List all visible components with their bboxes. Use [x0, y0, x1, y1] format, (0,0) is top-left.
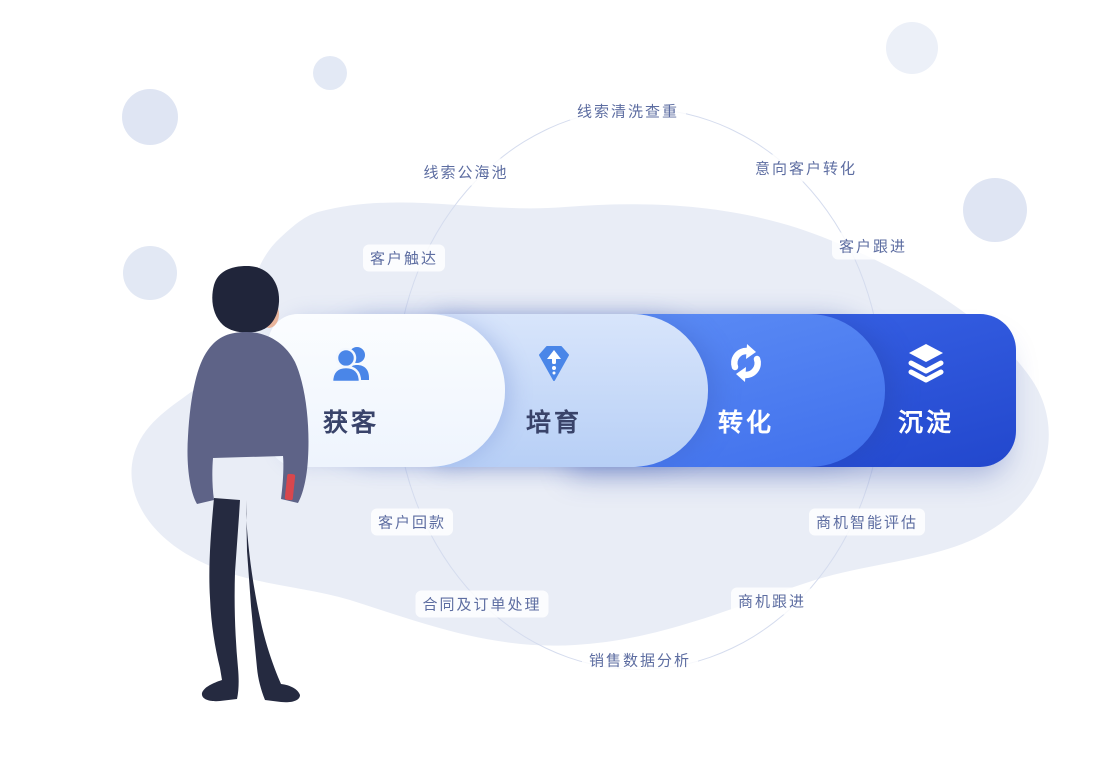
gem-arrow-icon	[531, 340, 577, 386]
stage-label: 培育	[525, 409, 582, 437]
stage-convert: 转化	[680, 340, 812, 439]
decor-circle	[122, 89, 178, 145]
person-illustration	[187, 266, 309, 703]
ring-label-opportunity-followup: 商机跟进	[730, 587, 814, 615]
stage-label: 沉淀	[897, 409, 954, 437]
person-hair	[212, 266, 280, 333]
stage-retain: 沉淀	[860, 340, 992, 439]
ring-label-customer-followup: 客户跟进	[831, 232, 915, 260]
ring-label-lead-cleaning: 线索清洗查重	[569, 97, 687, 125]
ring-label-contract-orders: 合同及订单处理	[415, 590, 549, 618]
ring-label-payment-collection: 客户回款	[370, 508, 454, 536]
decor-circle	[313, 56, 347, 90]
decor-circle	[123, 246, 177, 300]
person-leg	[201, 498, 240, 702]
ring-label-lead-pool: 线索公海池	[416, 158, 516, 186]
ring-label-opportunity-eval: 商机智能评估	[808, 508, 926, 536]
person-sweater	[187, 332, 309, 504]
layers-icon	[903, 340, 949, 386]
stage-acquire: 获客	[285, 340, 417, 439]
cycle-icon	[723, 340, 769, 386]
users-icon	[328, 340, 374, 386]
funnel-bar: 获客 培育	[268, 314, 1016, 467]
ring-label-intent-conversion: 意向客户转化	[747, 154, 865, 182]
stage-label: 转化	[717, 409, 774, 437]
person-leg	[246, 500, 300, 703]
stage-nurture: 培育	[488, 340, 620, 439]
ring-label-customer-reach: 客户触达	[362, 244, 446, 272]
decor-circle	[963, 178, 1027, 242]
stage-label: 获客	[322, 409, 379, 437]
decor-circle	[886, 22, 938, 74]
person-red-accent	[284, 473, 296, 501]
ring-label-sales-analysis: 销售数据分析	[581, 646, 699, 674]
